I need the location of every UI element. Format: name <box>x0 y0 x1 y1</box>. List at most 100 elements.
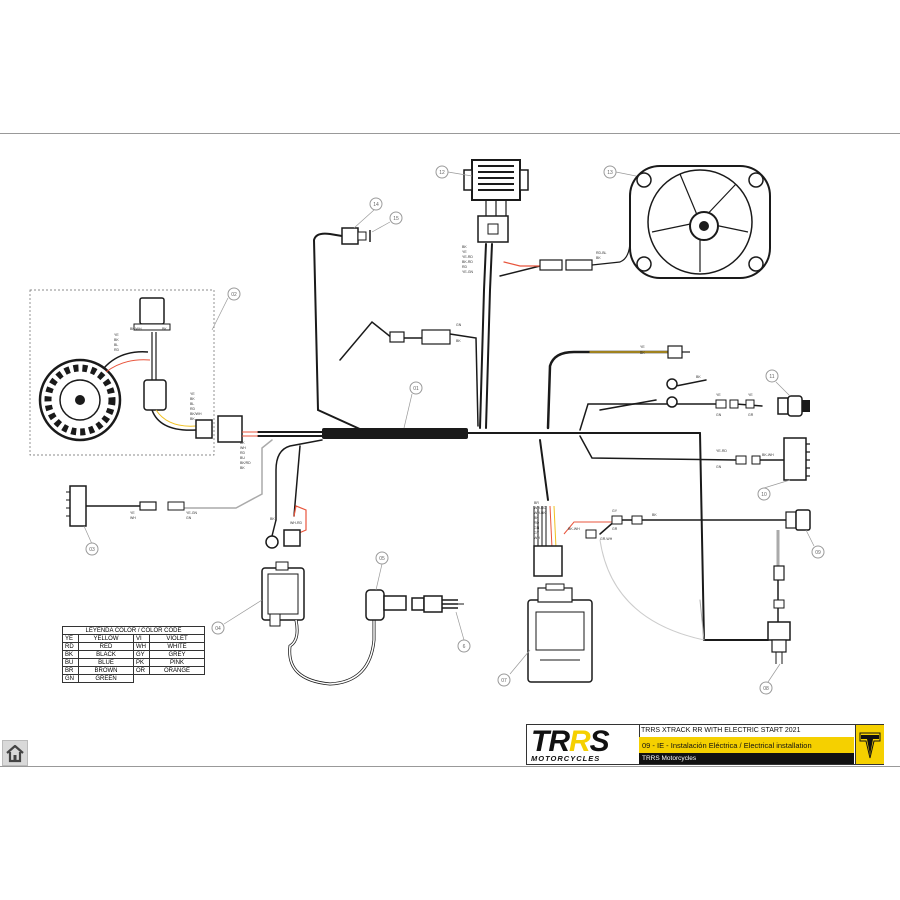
sensor-14-group: GN BK <box>341 227 462 345</box>
ring-terminal-mid <box>666 396 678 408</box>
stator-conn-label-1: BK <box>190 397 195 401</box>
legend-color: BROWN <box>78 666 134 675</box>
coil-label-0: BK <box>270 517 275 521</box>
drawing-sheet <box>0 133 900 767</box>
connector-09-group <box>785 509 811 531</box>
conn03-label-1: WH <box>130 516 136 520</box>
fan-group: RD-BL BK <box>539 165 771 279</box>
callout-02 <box>227 287 241 301</box>
mid-connector-a <box>389 331 405 343</box>
legend-code: RD <box>62 642 79 651</box>
coil-icon <box>261 561 305 627</box>
callout-09 <box>811 545 825 559</box>
light-label-1: BK <box>640 351 645 355</box>
legend-code: VI <box>133 634 150 643</box>
ecu-group: BR WH-RD WH-BK BK RD GN GY WH GY GR BK-W… <box>527 501 657 683</box>
legend-code: BK <box>62 650 79 659</box>
svg-text:09: 09 <box>815 550 821 556</box>
stator-icon <box>38 358 122 442</box>
svg-text:10: 10 <box>761 492 767 498</box>
stator-connector-male <box>195 419 213 439</box>
legend-empty <box>134 675 150 683</box>
legend-color: VIOLET <box>149 634 205 643</box>
regulator-label-2: YE-RD <box>462 255 473 259</box>
ecu-label-1: WH-RD <box>534 506 547 510</box>
sensor14-label-0: GN <box>456 323 462 327</box>
section-bar: 09 - IE - Instalación Eléctrica / Electr… <box>639 737 854 753</box>
regulator-label-5: YE-GN <box>462 270 474 274</box>
coil-label-1: WH-RD <box>290 521 303 525</box>
ecu-label-6: GY <box>534 531 540 535</box>
svg-text:05: 05 <box>379 556 385 562</box>
connector-03-icon <box>66 485 87 527</box>
legend-row: BK BLACK GY GREY <box>62 650 205 659</box>
conn10-label-1: GN <box>716 465 722 469</box>
coil-group: BK WH-RD <box>261 517 376 686</box>
sensor14-label-1: BK <box>456 339 461 343</box>
svg-text:08: 08 <box>763 686 769 692</box>
callout-11 <box>765 369 779 383</box>
legend-code: BR <box>62 666 79 675</box>
stator-wire-label-3: RD <box>114 348 120 352</box>
spark-plug-icon <box>411 595 464 613</box>
harness-left-label-1: WH <box>240 446 246 450</box>
ecu-label-7: WH <box>534 536 540 540</box>
switch11-label-1: GN <box>716 413 722 417</box>
legend-empty <box>150 675 205 683</box>
title-block: TRRS MOTORCYCLES TRRS XTRACK RR WITH ELE… <box>526 724 884 765</box>
coil-ring-terminal <box>265 535 279 549</box>
ecu-right-label-2: BK-WH <box>568 527 580 531</box>
ecu-label-5: GN <box>534 526 540 530</box>
ecu-right-label-0: GY <box>612 509 618 513</box>
legend-code: OR <box>133 666 150 675</box>
trrs-logo: TRRS MOTORCYCLES <box>527 725 640 764</box>
connector-10-icon <box>783 437 810 481</box>
legend-color: BLACK <box>78 650 134 659</box>
harness-left-labels: BK WH RD BU BK/RD BK <box>240 441 251 470</box>
connector-10-group: YE-RD GN BK-WH <box>716 437 810 481</box>
logo-text: TRRS <box>531 725 610 758</box>
callout-01 <box>409 381 423 395</box>
callout-06 <box>457 639 471 653</box>
model-title: TRRS XTRACK RR WITH ELECTRIC START 2021 <box>641 727 801 734</box>
svg-text:07: 07 <box>501 678 507 684</box>
legend-row: BU BLUE PK PINK <box>62 658 205 667</box>
conn09-label-0: BK <box>652 513 657 517</box>
switch11-label-2: YE <box>748 393 753 397</box>
ring-terminal-label: BK <box>696 375 701 379</box>
home-button[interactable] <box>2 740 28 766</box>
legend-row: YE YELLOW VI VIOLET <box>62 634 205 643</box>
legend-row: GN GREEN <box>62 674 205 683</box>
fan-label-1: BK <box>596 256 601 260</box>
ecu-label-2: WH-BK <box>534 511 546 515</box>
svg-text:15: 15 <box>393 216 399 222</box>
ecu-icon <box>527 583 593 683</box>
stator-conn-label-2: BL <box>190 402 194 406</box>
fan-label-0: RD-BL <box>596 251 607 255</box>
stator-group: YE BK BL RD BK/WH BK YE BK BL RD BK/WH B… <box>29 289 258 456</box>
harness-left-label-3: BU <box>240 456 245 460</box>
company-name: TRRS Motorcycles <box>642 755 697 762</box>
spark-plug-cap-icon <box>365 589 407 621</box>
stator-plug-icon <box>143 379 167 411</box>
light-label-0: YE <box>640 345 645 349</box>
switch-11-group: YE GN YE GR <box>715 393 810 417</box>
callout-12 <box>435 165 449 179</box>
callout-10 <box>757 487 771 501</box>
stator-dashed-box <box>29 289 215 456</box>
callouts: 01 02 03 04 05 6 07 08 09 10 11 12 13 14… <box>83 165 825 695</box>
legend-color: YELLOW <box>78 634 134 643</box>
harness-sleeve <box>322 428 468 439</box>
home-icon <box>6 744 24 763</box>
legend-code: PK <box>133 658 150 667</box>
regulator-group: BK YE YE-RD BK-RD RD YE-GN <box>462 159 529 274</box>
stator-connector-female <box>217 415 243 443</box>
harness-left-label-5: BK <box>240 466 245 470</box>
conn10-label-2: BK-WH <box>762 453 774 457</box>
switch11-label-3: GR <box>748 413 754 417</box>
ecu-label-3: BK <box>534 516 539 520</box>
callout-08 <box>759 681 773 695</box>
legend-color: ORANGE <box>149 666 205 675</box>
pickup-wire-label-0: BK/WH <box>130 327 142 331</box>
